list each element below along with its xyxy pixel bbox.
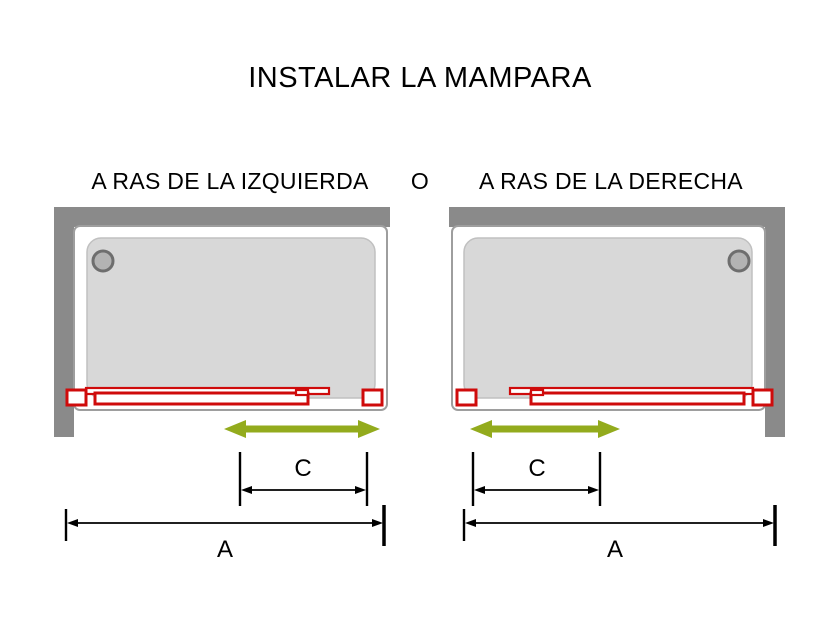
left-slide-arrowhead-left <box>224 420 246 438</box>
left-dim-a-arrowhead-right <box>372 519 383 527</box>
left-wall-top <box>54 207 390 227</box>
right-dim-c-arrowhead-right <box>588 486 599 494</box>
right-dim-a-arrowhead-left <box>465 519 476 527</box>
right-wall-top <box>449 207 785 227</box>
right-slide-arrowhead-right <box>598 420 620 438</box>
right-dimension-c <box>471 452 602 506</box>
right-slide-arrow-icon <box>470 420 620 438</box>
left-slide-arrowhead-right <box>358 420 380 438</box>
option-separator-or: O <box>410 168 430 194</box>
left-dim-c-label: C <box>294 455 312 482</box>
left-diagram <box>54 207 390 546</box>
right-door-handle <box>529 388 545 397</box>
right-wall-bracket <box>751 388 774 407</box>
left-door-handle <box>294 388 310 397</box>
right-dimension-a <box>462 505 777 546</box>
left-dimension-c <box>238 452 369 506</box>
option-label-flush-left: A RAS DE LA IZQUIERDA <box>91 168 369 194</box>
option-label-flush-right: A RAS DE LA DERECHA <box>479 168 743 194</box>
right-wall-side <box>765 207 785 437</box>
left-dim-a-label: A <box>216 536 234 563</box>
left-drain-icon <box>91 249 115 273</box>
left-slide-arrow-icon <box>224 420 380 438</box>
right-drain-icon <box>727 249 751 273</box>
right-dim-a-arrowhead-right <box>763 519 774 527</box>
right-dim-c-arrowhead-left <box>474 486 485 494</box>
left-dim-c-arrowhead-left <box>241 486 252 494</box>
left-door-panel <box>93 391 310 406</box>
page-title: INSTALAR LA MAMPARA <box>248 62 592 94</box>
left-dim-c-arrowhead-right <box>355 486 366 494</box>
left-tray-surface <box>86 237 376 399</box>
right-diagram <box>449 207 785 546</box>
right-dim-c-label: C <box>528 455 546 482</box>
left-wall-side <box>54 207 74 437</box>
left-wall-bracket <box>65 388 88 407</box>
right-door-panel <box>529 391 746 406</box>
left-door-frame <box>65 386 384 407</box>
right-dim-a-label: A <box>606 536 624 563</box>
right-end-bracket <box>455 388 478 407</box>
left-end-bracket <box>361 388 384 407</box>
left-dimension-a <box>64 505 386 546</box>
left-dim-a-arrowhead-left <box>67 519 78 527</box>
right-tray-surface <box>463 237 753 399</box>
right-door-frame <box>455 386 774 407</box>
right-slide-arrowhead-left <box>470 420 492 438</box>
